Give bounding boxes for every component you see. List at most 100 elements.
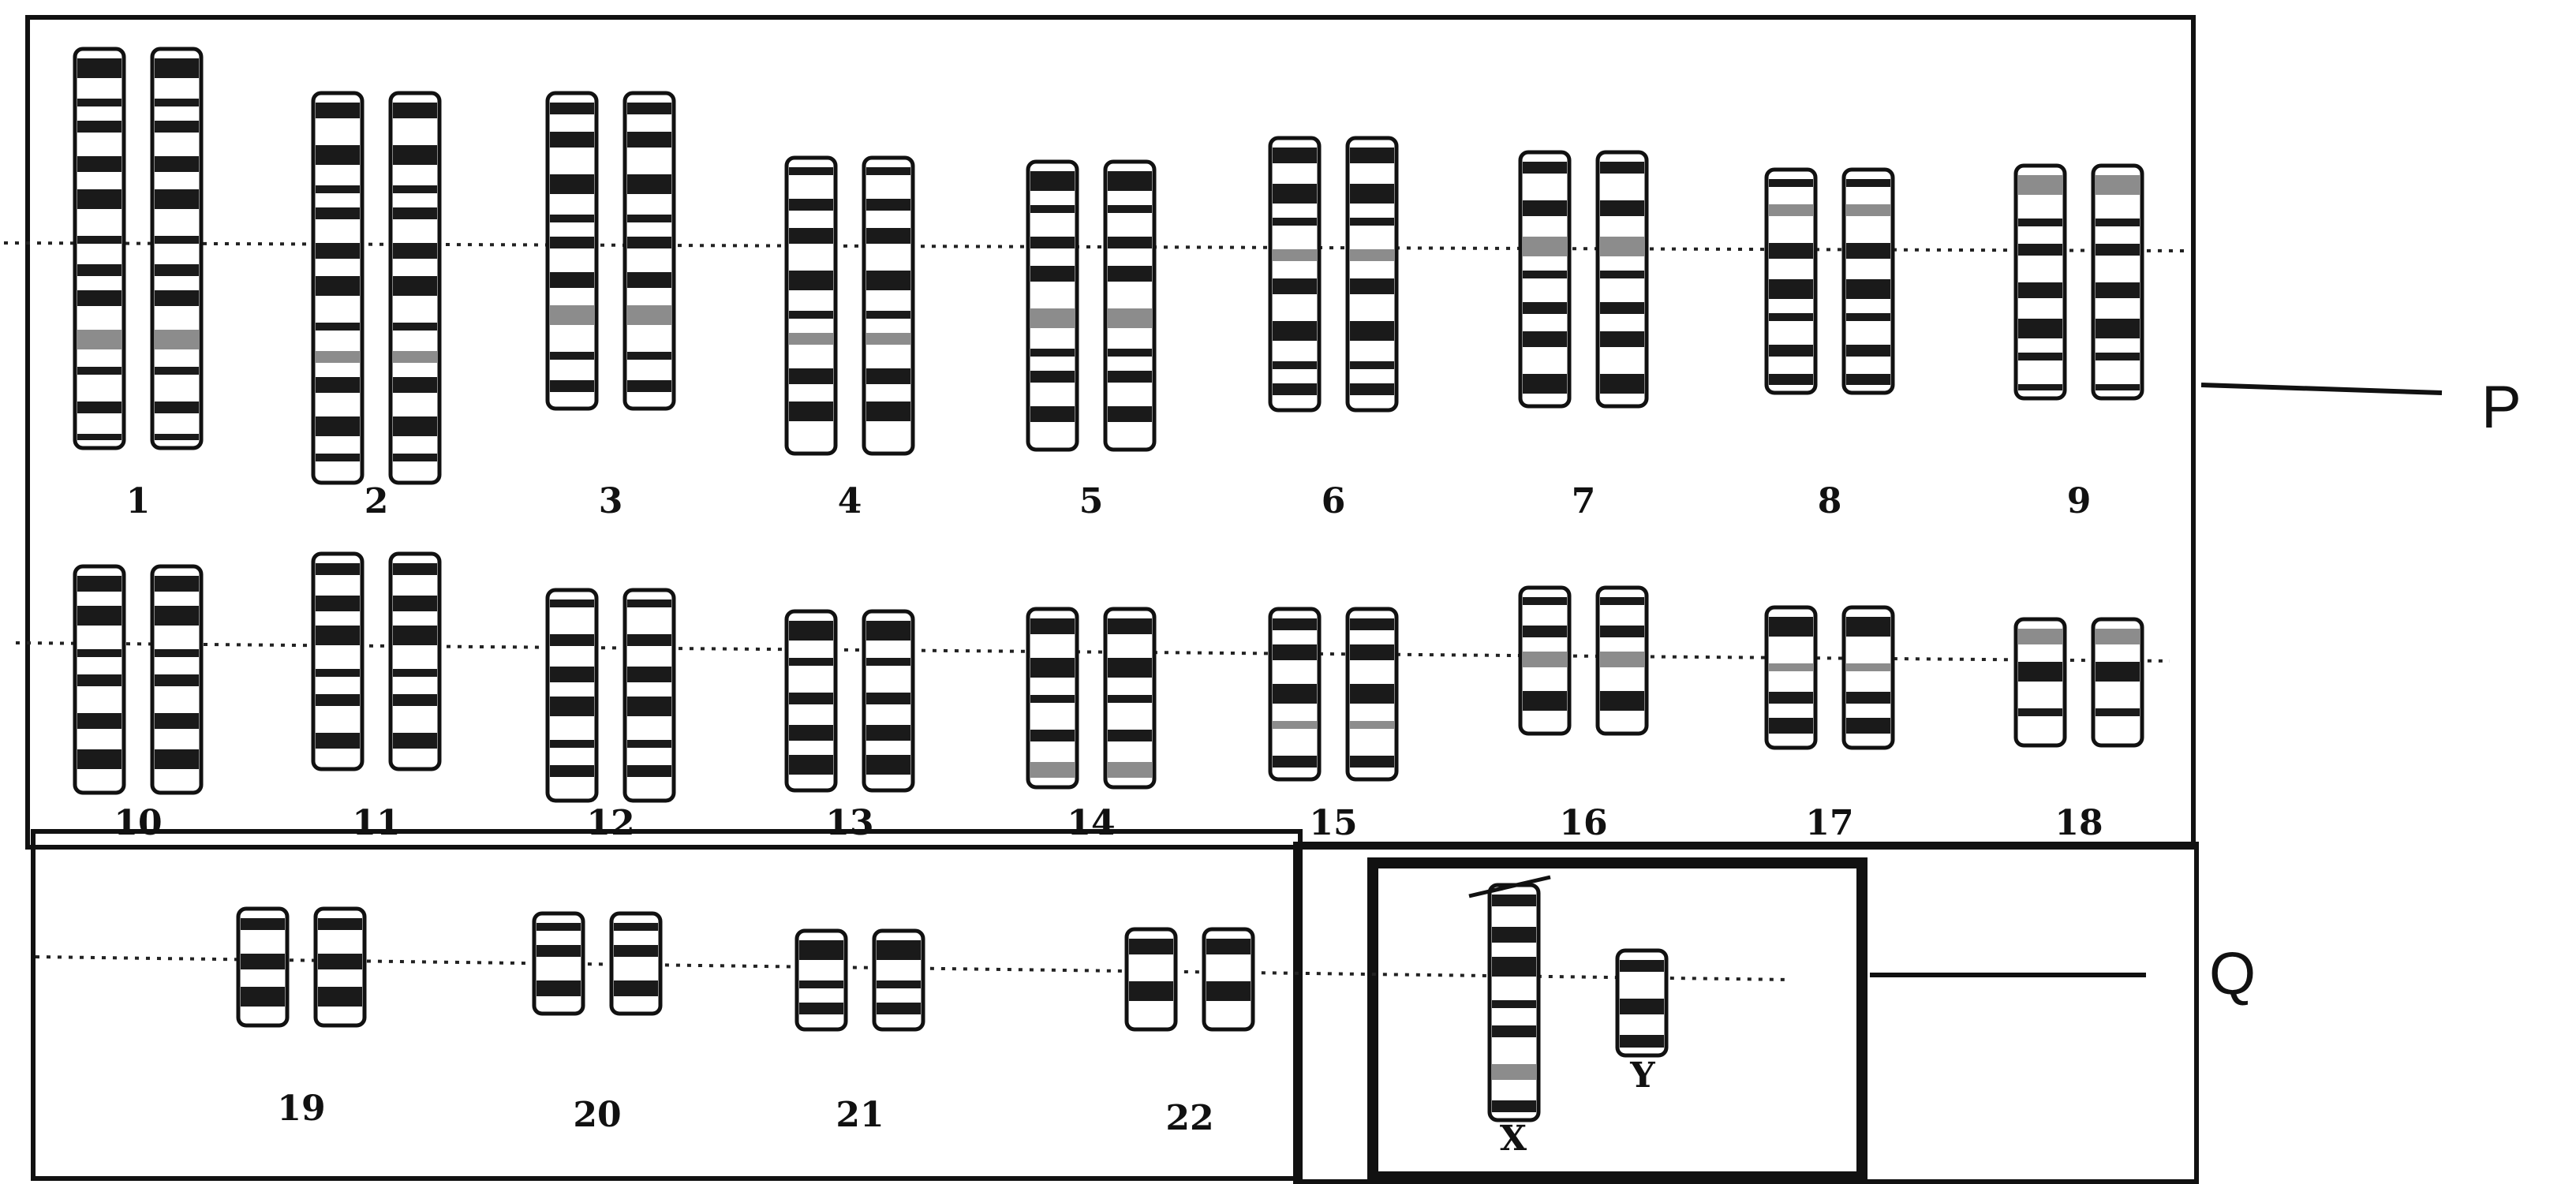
chromosome-10-b [152,566,201,793]
chromosome-band [1523,162,1567,174]
chromosome-band [155,367,199,375]
chromosome-band [550,667,594,682]
chromosome-band [316,145,360,165]
chromosome-band [2096,244,2140,256]
chromosome-band [866,755,910,775]
chromosome-band [77,402,122,413]
chromosome-band [1769,345,1813,357]
chromosome-band [1492,1064,1536,1080]
pair-number-19: 19 [277,1089,325,1129]
chromosome-band [866,311,910,319]
chromosome-band [1846,663,1890,671]
chromosome-band [77,434,122,440]
chromosome-3-a [548,93,596,409]
chromosome-band [316,185,360,193]
chromosome-band [2018,282,2062,298]
chromosome-band [1600,626,1644,637]
chromosome-22-b [1204,929,1253,1029]
chromosome-band [1769,374,1813,385]
chromosome-x-body [1490,885,1538,1120]
chromosome-15-b [1348,609,1396,779]
chromosome-band [393,207,437,219]
pair-number-6: 6 [1322,481,1346,521]
chromosome-band [155,749,199,769]
chromosome-band [155,649,199,657]
chromosome-band [1350,184,1394,204]
chromosome-band [241,987,285,1007]
chromosome-band [1350,218,1394,226]
chromosome-band [1108,730,1152,741]
chromosome-band [1846,692,1890,704]
chromosome-2-a [313,93,362,483]
chromosome-pair-16 [1520,588,1647,734]
chromosome-band [789,658,833,666]
chromosome-band [1030,205,1075,213]
chromosome-band [550,174,594,194]
chromosome-band [877,980,921,988]
chromosome-band [1523,302,1567,314]
chromosome-band [1846,313,1890,321]
chromosome-x [1490,885,1538,1120]
chromosome-band [393,626,437,645]
chromosome-pair-17 [1767,607,1893,748]
chromosome-band [627,765,671,777]
chromosome-band [1273,618,1317,630]
chromosome-band [1273,721,1317,729]
chromosome-pair-21 [797,931,923,1029]
chromosome-band [1129,939,1173,954]
chromosome-8-b [1844,170,1893,393]
chromosome-band [2018,244,2062,256]
chromosome-band [1030,171,1075,191]
chromosome-band [316,377,360,393]
chromosome-band [1350,278,1394,294]
chromosome-band [550,634,594,646]
chromosome-band [2096,282,2140,298]
chromosome-band [2096,662,2140,682]
chromosome-band [550,740,594,748]
chromosome-18-b [2093,619,2142,745]
chromosome-band [1769,313,1813,321]
chromosome-band [1350,756,1394,768]
chromosome-pair-19 [238,909,365,1025]
chromosome-band [1030,266,1075,282]
chromosome-17-b [1844,607,1893,748]
pair-number-8: 8 [1818,481,1842,521]
chromosome-7-a [1520,152,1569,406]
chromosome-band [155,121,199,133]
chromosome-band [393,103,437,118]
chromosome-16-a [1520,588,1569,734]
chromosome-band [627,380,671,392]
chromosome-band [1523,200,1567,216]
chromosome-band [1273,684,1317,704]
label-y: Y [1629,1055,1655,1096]
chromosome-13-a [787,611,836,790]
sex-chromosome-outer-box [1295,844,2197,1182]
pair-number-15: 15 [1309,803,1357,843]
chromosome-band [627,174,671,194]
chromosome-band [155,58,199,78]
chromosome-band [1030,349,1075,357]
chromosome-band [393,596,437,611]
chromosome-band [1108,406,1152,422]
chromosome-band [1108,618,1152,634]
chromosome-2-b [391,93,439,483]
chromosome-band [1600,162,1644,174]
chromosome-band [393,145,437,165]
chromosome-band [155,674,199,686]
chromosome-band [1523,331,1567,347]
chromosome-band [789,271,833,290]
chromosome-band [1273,644,1317,660]
chromosome-band [1523,626,1567,637]
chromosome-pair-9 [2016,166,2142,398]
chromosome-band [1350,148,1394,163]
chromosome-band [77,649,122,657]
chromosome-band [550,380,594,392]
chromosome-pair-10 [75,566,201,793]
chromosome-band [2096,629,2140,644]
pair-number-9: 9 [2067,481,2092,521]
p-pointer-line [2201,385,2442,393]
chromosome-17-a [1767,607,1815,748]
chromosome-pair-5 [1028,162,1154,450]
chromosome-band [1846,279,1890,299]
chromosome-band [799,980,843,988]
